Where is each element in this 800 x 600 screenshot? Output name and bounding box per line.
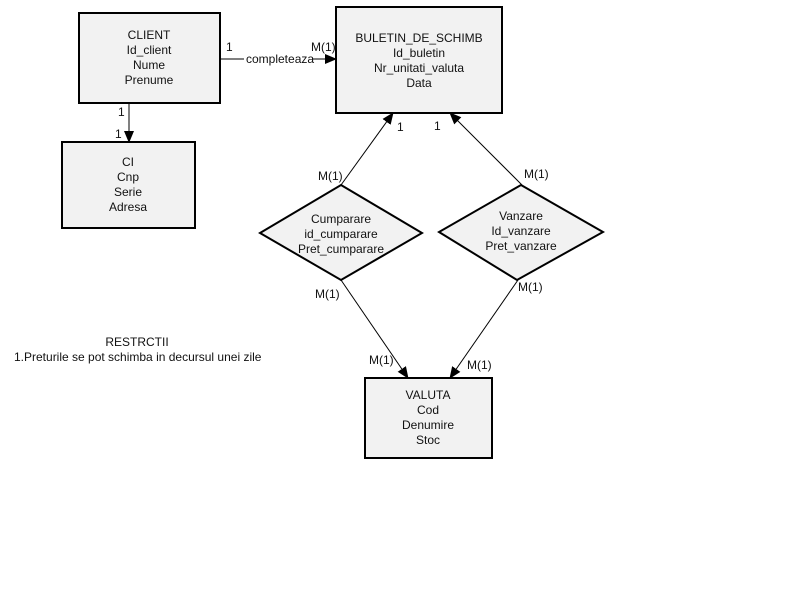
client-attr-prenume: Prenume: [125, 73, 174, 87]
card-cumparare-valuta: M(1): [315, 287, 340, 301]
completeaza-label: completeaza: [246, 52, 314, 66]
card-buletin-vanzare: 1: [434, 119, 441, 133]
valuta-attr-stoc: Stoc: [416, 433, 440, 447]
cumparare-attr-id: id_cumparare: [304, 227, 378, 241]
card-client-ci-bottom: 1: [115, 127, 122, 141]
restrictions-note: RESTRCTII 1.Preturile se pot schimba in …: [14, 335, 262, 364]
card-buletin-completeaza: M(1): [311, 40, 336, 54]
client-attr-id: Id_client: [127, 43, 172, 57]
client-attr-nume: Nume: [133, 58, 165, 72]
connectors: [124, 54, 523, 379]
vanzare-attr-id: Id_vanzare: [491, 224, 551, 238]
restriction-item: 1.Preturile se pot schimba in decursul u…: [14, 350, 262, 364]
card-client-completeaza: 1: [226, 40, 233, 54]
valuta-attr-denumire: Denumire: [402, 418, 454, 432]
relationship-vanzare[interactable]: Vanzare Id_vanzare Pret_vanzare: [437, 183, 606, 282]
card-client-ci-top: 1: [118, 105, 125, 119]
restrictions-title: RESTRCTII: [105, 335, 168, 349]
buletin-attr-data: Data: [406, 76, 432, 90]
card-valuta-vanzare: M(1): [467, 358, 492, 372]
entity-ci[interactable]: CI Cnp Serie Adresa: [61, 141, 196, 229]
entity-buletin-de-schimb[interactable]: BULETIN_DE_SCHIMB Id_buletin Nr_unitati_…: [335, 6, 503, 114]
valuta-attr-cod: Cod: [417, 403, 439, 417]
cumparare-valuta-connector: [340, 279, 409, 379]
ci-attr-adresa: Adresa: [109, 200, 147, 214]
buletin-attr-nr-unitati: Nr_unitati_valuta: [374, 61, 464, 75]
relationship-cumparare[interactable]: Cumparare id_cumparare Pret_cumparare: [258, 183, 424, 282]
vanzare-title: Vanzare: [499, 209, 543, 223]
cardinality-labels: 1 M(1) 1 1 1 M(1) 1 M(1) M(1) M(1) M(1) …: [115, 40, 549, 372]
card-vanzare-buletin: M(1): [524, 167, 549, 181]
vanzare-attr-pret: Pret_vanzare: [485, 239, 557, 253]
card-buletin-cumparare: 1: [397, 120, 404, 134]
valuta-title: VALUTA: [406, 388, 451, 402]
entity-client[interactable]: CLIENT Id_client Nume Prenume: [78, 12, 221, 104]
ci-attr-cnp: Cnp: [117, 170, 139, 184]
buletin-title: BULETIN_DE_SCHIMB: [355, 31, 482, 45]
cumparare-attr-pret: Pret_cumparare: [298, 242, 384, 256]
card-vanzare-valuta: M(1): [518, 280, 543, 294]
cumparare-title: Cumparare: [311, 212, 371, 226]
ci-title: CI: [122, 155, 134, 169]
vanzare-valuta-connector: [449, 279, 519, 379]
cumparare-buletin-connector: [340, 112, 394, 186]
entity-valuta[interactable]: VALUTA Cod Denumire Stoc: [364, 377, 493, 459]
buletin-attr-id: Id_buletin: [393, 46, 445, 60]
client-title: CLIENT: [128, 28, 171, 42]
completeaza-label-bg: [244, 51, 312, 66]
card-valuta-cumparare: M(1): [369, 353, 394, 367]
vanzare-buletin-connector: [449, 112, 523, 186]
card-cumparare-buletin: M(1): [318, 169, 343, 183]
ci-attr-serie: Serie: [114, 185, 142, 199]
